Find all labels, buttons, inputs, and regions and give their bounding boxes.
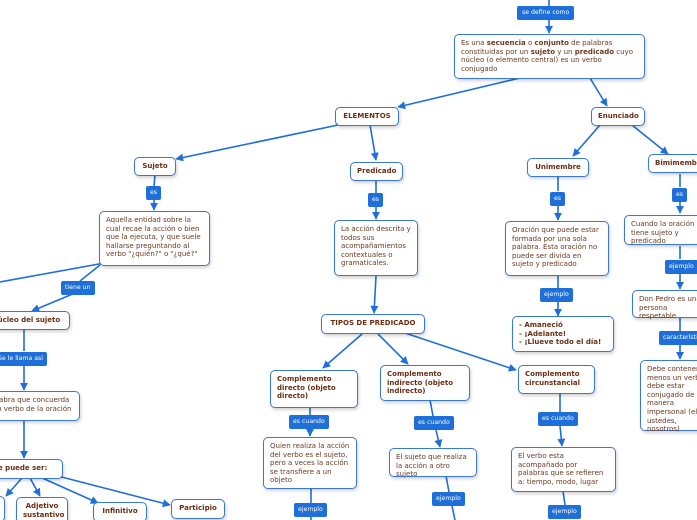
sujeto-definition[interactable]: Aquella entidad sobre la cual recae la a…: [99, 211, 210, 266]
link-circunstancial-es-cuando[interactable]: es cuando: [538, 412, 578, 426]
node-este-puede-ser[interactable]: Este puede ser:: [0, 459, 63, 479]
link-bimembre-ejemplo[interactable]: ejemplo: [665, 260, 697, 274]
indirecto-definition[interactable]: El sujeto que realiza la acción a otro s…: [389, 448, 477, 478]
link-caracteristica[interactable]: característica: [659, 331, 697, 345]
node-enunciado[interactable]: Enunciado: [591, 107, 645, 126]
link-indirecto-es-cuando[interactable]: es cuando: [414, 416, 454, 430]
def-keyword-sujeto: sujeto: [530, 47, 556, 56]
node-bimembre[interactable]: Bimimembre: [648, 154, 697, 173]
node-elementos[interactable]: ELEMENTOS: [335, 107, 399, 126]
node-infinitivo[interactable]: Infinitivo: [93, 502, 147, 520]
link-circunstancial-ejemplo[interactable]: ejemplo: [548, 505, 581, 519]
unimembre-example[interactable]: - Amaneció - ¡Adelante! - ¡Llueve todo e…: [512, 316, 614, 352]
link-directo-ejemplo[interactable]: ejemplo: [294, 503, 327, 517]
link-unimembre-ejemplo[interactable]: ejemplo: [540, 288, 573, 302]
link-unimembre-es[interactable]: es: [550, 192, 566, 206]
node-complemento-circunstancial[interactable]: Complemento circunstancial: [518, 365, 595, 394]
node-nucleo-sujeto[interactable]: Núcleo del sujeto: [0, 311, 70, 330]
node-sujeto[interactable]: Sujeto: [134, 157, 176, 176]
def-keyword-predicado: predicado: [574, 47, 615, 56]
link-se-define-como[interactable]: se define como: [517, 6, 575, 20]
unimembre-definition[interactable]: Oración que puede estar formada por una …: [505, 221, 609, 276]
link-tiene-un[interactable]: tiene un: [61, 281, 95, 295]
node-complemento-directo[interactable]: Complemento directo (objeto directo): [270, 370, 358, 408]
def-text-1: Es una: [461, 39, 487, 47]
bimembre-definition[interactable]: Cuando la oración tiene sujeto y predica…: [624, 215, 697, 245]
predicado-definition[interactable]: La acción descrita y todos sus acompañam…: [334, 220, 418, 276]
node-complemento-indirecto[interactable]: Complemento indirecto (objeto indirecto): [380, 365, 470, 401]
def-text-4: y un: [555, 47, 575, 56]
circunstancial-definition[interactable]: El verbo esta acompañado por palabras qu…: [511, 447, 616, 492]
node-tipos-predicado[interactable]: TIPOS DE PREDICADO: [321, 314, 425, 334]
directo-definition[interactable]: Quien realiza la acción del verbo es el …: [263, 437, 357, 489]
node-participio[interactable]: Participio: [171, 499, 225, 519]
nucleo-definition[interactable]: Palabra que concuerda con verbo de la or…: [0, 391, 80, 421]
def-text-3: de palabras constituidas por un: [461, 39, 613, 56]
node-unimembre[interactable]: Unimembre: [527, 158, 589, 177]
node-adjetivo-sustantivo[interactable]: Adjetivo sustantivo: [16, 497, 68, 520]
bimembre-characteristic[interactable]: Debe contener al menos un verbo, debe es…: [640, 360, 697, 433]
bimembre-example[interactable]: Don Pedro es una persona respetable: [632, 290, 697, 320]
link-se-le-llama[interactable]: Se le llama así: [0, 352, 47, 366]
definition-node[interactable]: Es una secuencia o conjunto de palabras …: [454, 34, 645, 79]
def-text-2: o: [525, 39, 535, 47]
link-bimembre-es[interactable]: es: [672, 188, 688, 202]
node-blank-left[interactable]: [0, 496, 5, 520]
def-text-5: cuyo núcleo (o elemento central) es un v…: [461, 47, 633, 73]
link-indirecto-ejemplo[interactable]: ejemplo: [432, 492, 465, 506]
link-directo-es-cuando[interactable]: es cuando: [289, 415, 329, 429]
node-predicado[interactable]: Predicado: [350, 162, 403, 181]
link-predicado-es[interactable]: es: [368, 193, 384, 207]
def-keyword-conjunto: conjunto: [534, 39, 569, 47]
def-keyword-secuencia: secuencia: [486, 39, 526, 47]
link-sujeto-es[interactable]: es: [146, 186, 162, 200]
